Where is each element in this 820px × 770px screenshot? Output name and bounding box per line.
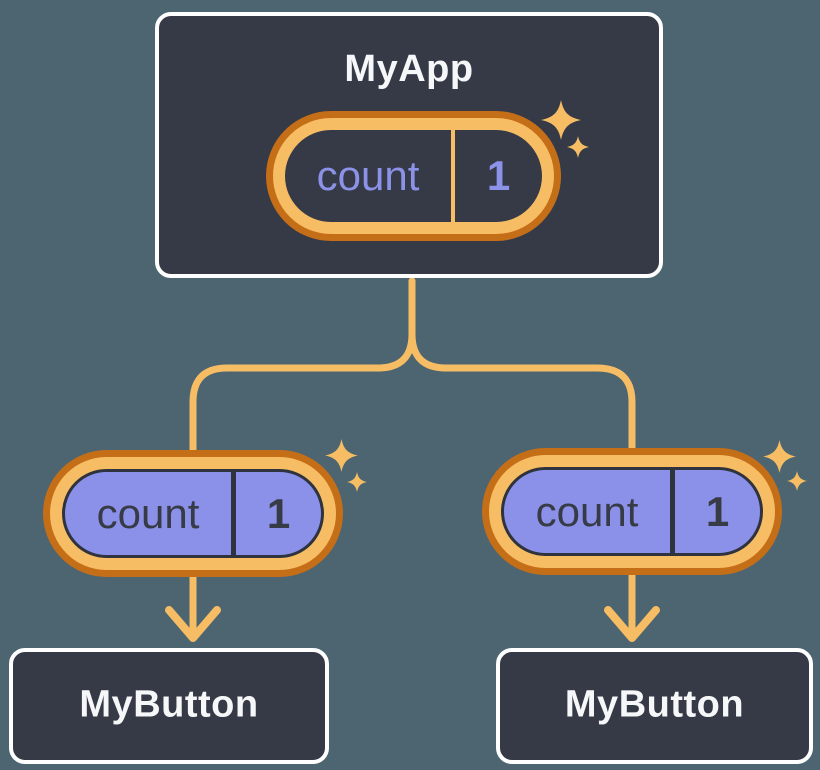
state-value: 1 xyxy=(486,152,511,199)
prop-name: count xyxy=(96,489,200,537)
prop-name: count xyxy=(535,487,639,535)
prop-pill-left: count 1 xyxy=(43,450,343,577)
prop-value: 1 xyxy=(266,489,291,537)
pill-divider xyxy=(451,130,455,222)
node-title: MyButton xyxy=(564,683,745,726)
node-mybutton-left: MyButton xyxy=(9,648,329,764)
sparkle-icon xyxy=(787,471,807,491)
node-title: MyApp xyxy=(344,48,474,90)
state-name: count xyxy=(316,152,420,199)
prop-pill-right: count 1 xyxy=(482,448,782,575)
prop-pill-body: count 1 xyxy=(62,469,324,558)
down-arrow-icon xyxy=(604,606,660,642)
sparkle-icon xyxy=(325,439,358,472)
node-title: MyButton xyxy=(79,683,259,726)
prop-pill-body: count 1 xyxy=(501,467,763,556)
sparkle-icon xyxy=(347,472,367,492)
node-mybutton-right: MyButton xyxy=(496,648,813,764)
state-pill-body: count 1 xyxy=(285,130,542,222)
pill-divider xyxy=(670,470,675,553)
down-arrow-icon xyxy=(165,606,221,642)
state-pill: count 1 xyxy=(266,111,561,241)
sparkle-icon xyxy=(763,440,796,473)
prop-value: 1 xyxy=(705,487,730,535)
